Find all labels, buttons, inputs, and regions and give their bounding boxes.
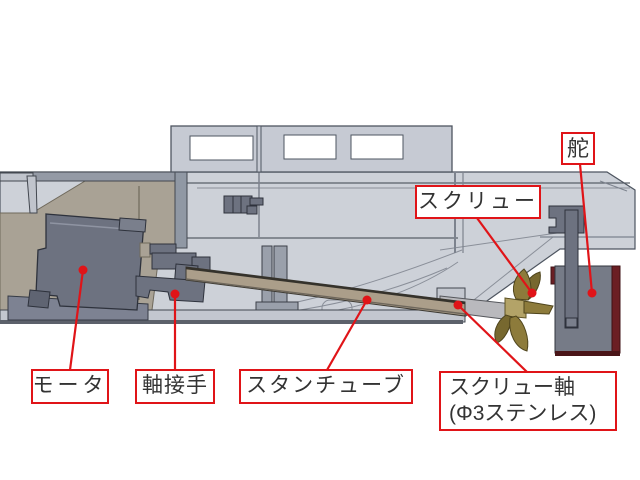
- label-shaft-coupling-text: 軸接手: [142, 374, 208, 398]
- cabin-window: [189, 135, 254, 161]
- cabin: [170, 125, 453, 173]
- leader-dot-screw-shaft: [453, 300, 463, 310]
- leader-dot-motor: [78, 265, 88, 275]
- label-motor: モータ: [31, 369, 109, 404]
- leader-line-screw: [476, 217, 533, 294]
- rudder-stock: [564, 209, 579, 329]
- stern-tube: [185, 266, 466, 317]
- deck-servo: [223, 195, 264, 215]
- leader-dot-screw: [527, 288, 537, 298]
- label-screw-shaft-line1: スクリュー軸: [449, 376, 575, 399]
- label-shaft-coupling: 軸接手: [135, 369, 215, 404]
- label-screw-text: スクリュー: [418, 189, 538, 213]
- propeller-hub: [504, 297, 527, 319]
- leader-line-rudder: [578, 163, 594, 294]
- leader-line-screw-shaft: [457, 304, 528, 373]
- label-stern-tube: スタンチューブ: [239, 369, 413, 404]
- label-screw-shaft: スクリュー軸 (Φ3ステンレス): [439, 371, 617, 431]
- motor: [27, 213, 147, 311]
- label-rudder: 舵: [561, 132, 595, 165]
- leader-dot-rudder: [587, 288, 597, 298]
- leader-line-motor: [68, 269, 85, 371]
- leader-line-stern-tube: [326, 299, 368, 371]
- label-rudder-text: 舵: [566, 135, 589, 161]
- cabin-window: [350, 134, 404, 160]
- label-stern-tube-text: スタンチューブ: [246, 374, 406, 398]
- propeller: [494, 268, 554, 352]
- cabin-window: [283, 134, 337, 160]
- rudder: [548, 205, 621, 356]
- label-motor-text: モータ: [32, 374, 108, 398]
- annotation-leaders: [68, 163, 597, 373]
- label-screw: スクリュー: [415, 185, 541, 219]
- hull-side-channel: [0, 172, 38, 214]
- leader-dot-coupling: [170, 289, 180, 299]
- rudder-blade: [554, 265, 613, 354]
- leader-dot-stern-tube: [362, 295, 372, 305]
- label-screw-shaft-line2: (Φ3ステンレス): [449, 402, 597, 425]
